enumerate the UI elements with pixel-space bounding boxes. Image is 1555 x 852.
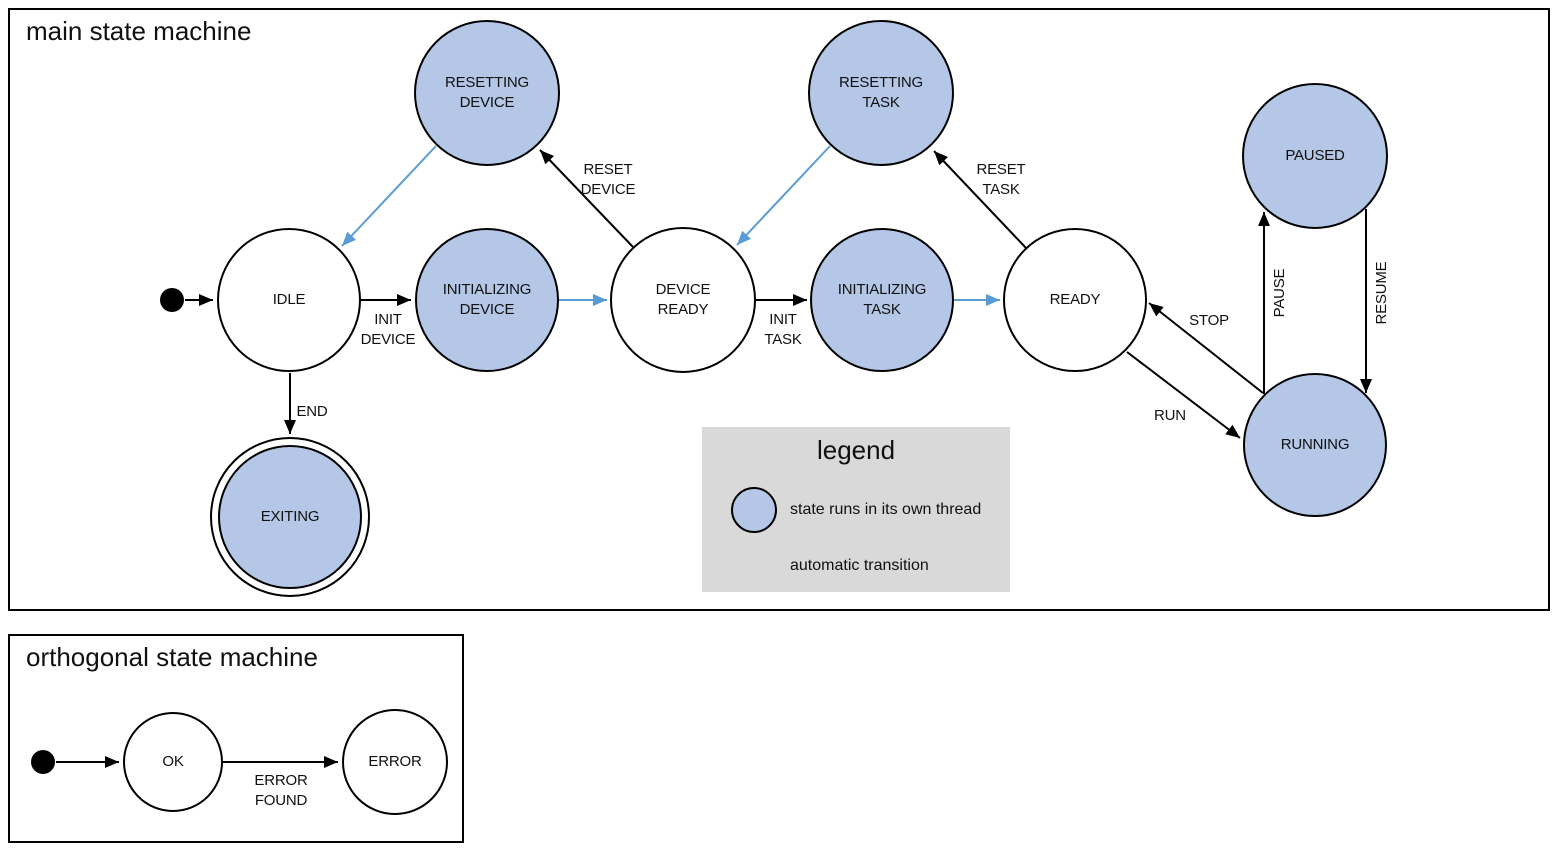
state-error: ERROR (342, 709, 448, 815)
initial-state-dot-orthogonal-initial (31, 750, 55, 774)
edge-ready-to-resetting-task (933, 150, 1027, 249)
edge-resetting-task-to-device-ready (736, 145, 831, 246)
initial-state-dot-main-initial (160, 288, 184, 312)
edge-label-running-to-ready-stop: STOP (1189, 312, 1229, 329)
main-frame-title: main state machine (26, 16, 252, 46)
state-device-ready: DEVICE READY (610, 227, 756, 373)
edge-label-ready-to-resetting-task: RESET TASK (976, 161, 1026, 198)
state-exiting: EXITING (210, 437, 370, 597)
legend-box: legend state runs in its own thread auto… (702, 427, 1010, 592)
edge-label-idle-to-initializing-device: INIT DEVICE (360, 311, 416, 348)
thread-state-swatch-icon (731, 487, 777, 533)
state-label-exiting: EXITING (218, 445, 362, 589)
state-idle: IDLE (217, 228, 361, 372)
orthogonal-frame-title: orthogonal state machine (26, 642, 318, 672)
edge-label-paused-to-running-resume: RESUME (1373, 261, 1390, 325)
state-ok: OK (123, 712, 223, 812)
state-initializing-task: INITIALIZING TASK (810, 228, 954, 372)
edge-label-idle-to-exiting-end: END (296, 403, 328, 420)
edge-label-device-ready-to-resetting-device: RESET DEVICE (580, 161, 636, 198)
state-resetting-task: RESETTING TASK (808, 20, 954, 166)
state-initializing-device: INITIALIZING DEVICE (415, 228, 559, 372)
state-resetting-device: RESETTING DEVICE (414, 20, 560, 166)
orthogonal-state-machine-frame: orthogonal state machine (8, 634, 464, 843)
edge-resetting-device-to-idle (341, 145, 437, 247)
main-state-machine-frame: main state machine (8, 8, 1550, 611)
state-running: RUNNING (1243, 373, 1387, 517)
edge-running-to-ready-stop (1148, 302, 1264, 394)
edge-label-ready-to-running-run: RUN (1154, 407, 1186, 424)
edge-label-device-ready-to-initializing-task: INIT TASK (764, 311, 802, 348)
legend-automatic-transition-label: automatic transition (790, 557, 929, 574)
legend-title: legend (816, 435, 896, 465)
legend-thread-state-label: state runs in its own thread (790, 501, 982, 518)
edge-device-ready-to-resetting-device (539, 149, 634, 248)
state-ready: READY (1003, 228, 1147, 372)
edge-label-ok-to-error: ERROR FOUND (254, 772, 308, 809)
state-paused: PAUSED (1242, 83, 1388, 229)
edge-label-running-to-paused-pause: PAUSE (1271, 268, 1288, 318)
edge-ready-to-running-run (1126, 351, 1241, 439)
